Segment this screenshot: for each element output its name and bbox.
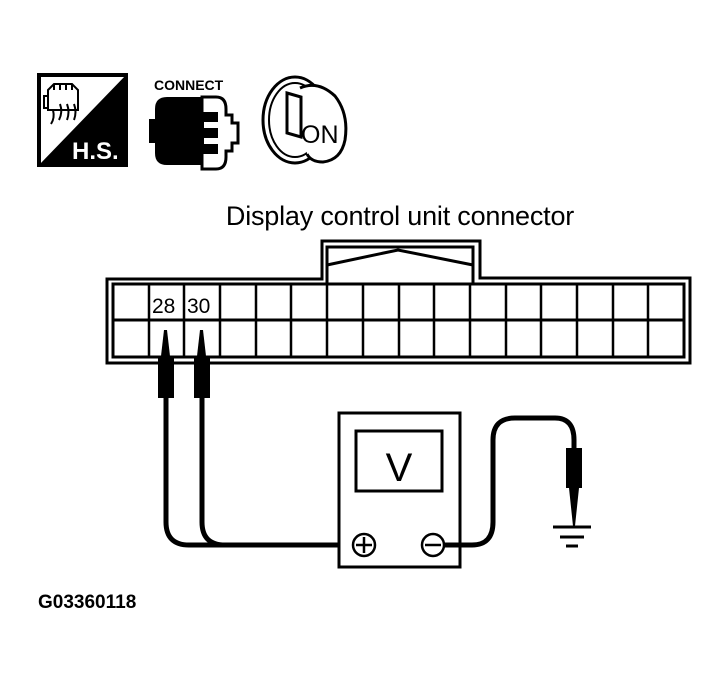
svg-text:H.S.: H.S. <box>72 138 119 165</box>
voltmeter: V <box>337 411 462 569</box>
meter-display-unit: V <box>386 446 413 490</box>
ground-icon <box>553 525 591 548</box>
ignition-on-icon: ON <box>261 75 348 165</box>
connector-pin-grid <box>147 284 650 357</box>
probe-pin-30 <box>194 330 210 398</box>
diagram-title: Display control unit connector <box>225 201 575 231</box>
probe-pin-28 <box>158 330 174 398</box>
svg-text:CONNECT: CONNECT <box>154 77 224 93</box>
negative-lead-wire <box>444 415 577 548</box>
pin-28-label: 28 <box>152 295 175 318</box>
connect-icon: CONNECT <box>149 77 240 171</box>
ground-probe <box>566 448 582 526</box>
svg-text:ON: ON <box>301 121 339 149</box>
positive-lead-wires <box>163 398 352 548</box>
pin-30-label: 30 <box>187 295 210 318</box>
figure-id: G03360118 <box>38 592 137 613</box>
harness-sensor-icon: H.S. <box>37 73 128 167</box>
